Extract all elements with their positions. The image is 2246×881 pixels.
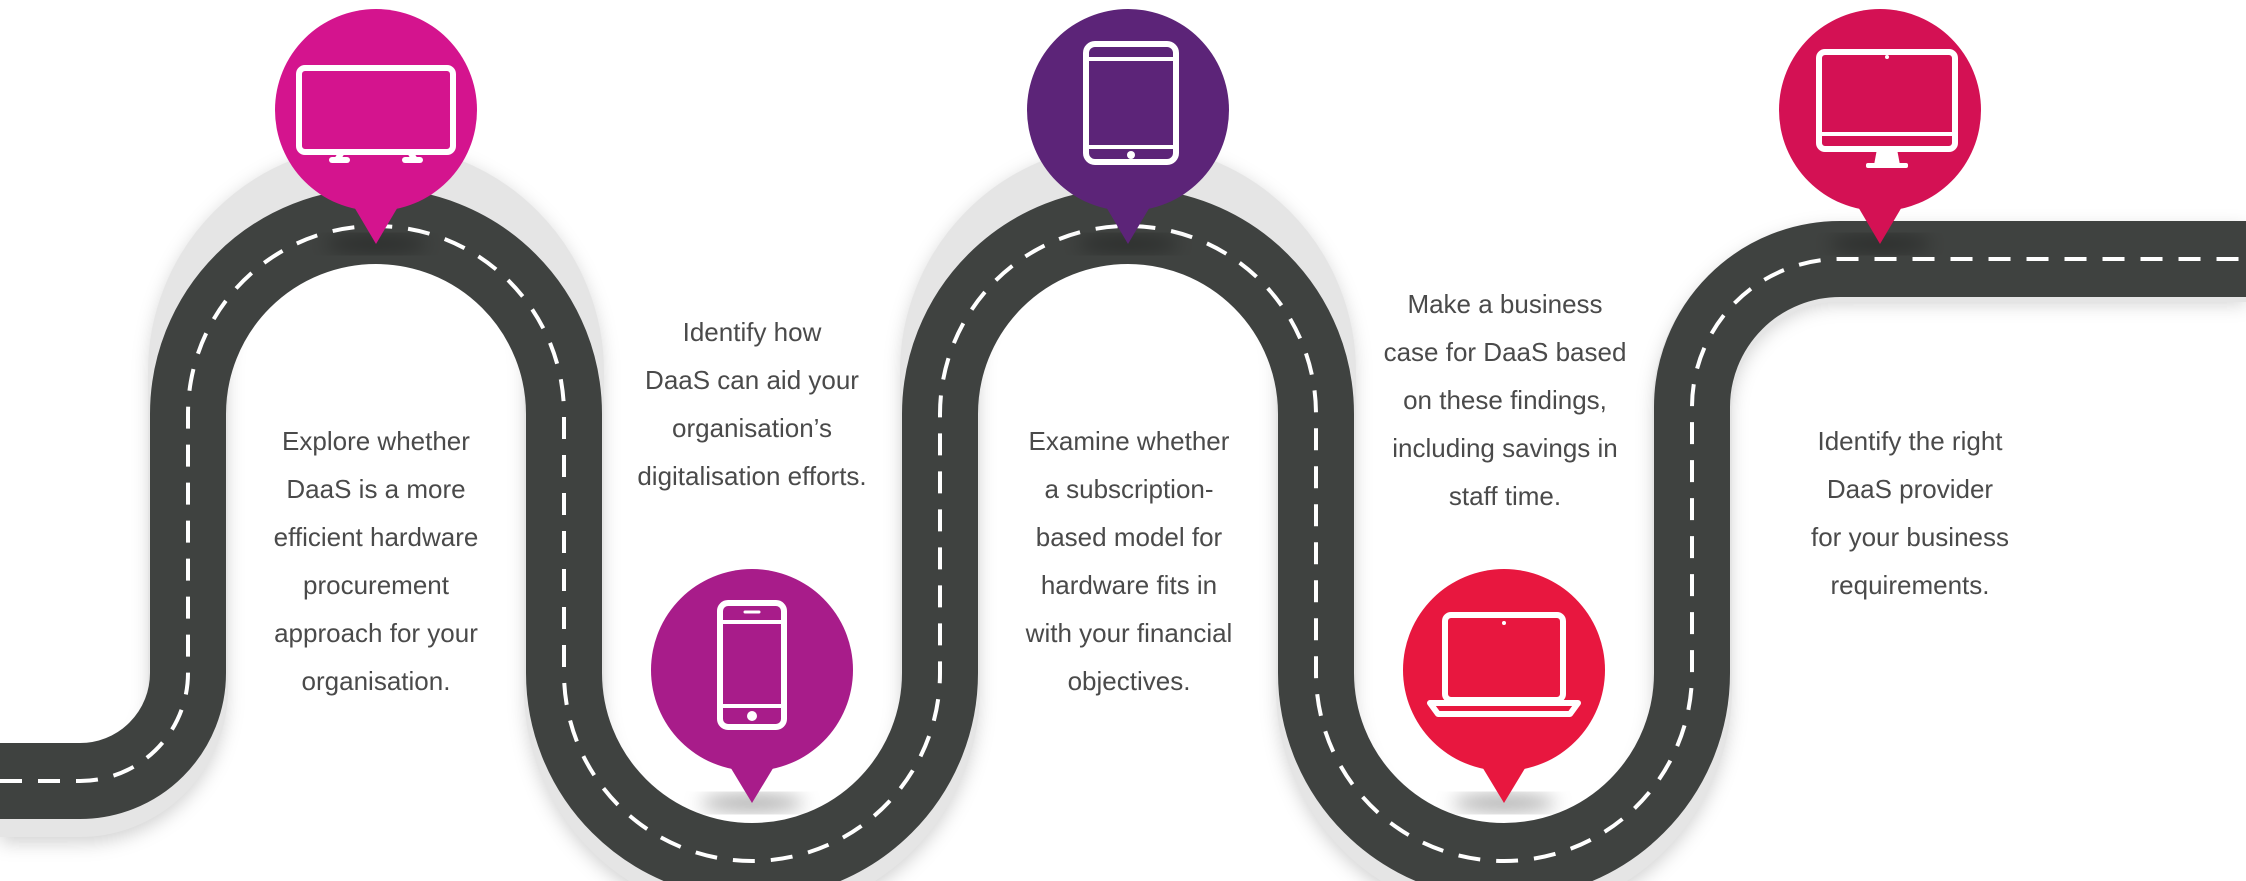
step-3-description: Examine whether a subscription- based mo… [979, 417, 1279, 705]
description-line: DaaS provider [1826, 474, 1994, 504]
laptop-icon [1427, 612, 1581, 717]
step-4-description: Make a business case for DaaS based on t… [1355, 280, 1655, 520]
description-line: including savings in [1392, 433, 1618, 463]
description-line: organisation. [301, 666, 451, 696]
map-pin-step-5 [1779, 9, 1981, 244]
desktop-monitor-icon [1816, 49, 1958, 168]
description-line: based model for [1035, 522, 1223, 552]
map-pin-step-4 [1403, 569, 1605, 803]
description-line: for your business [1811, 522, 2009, 552]
map-pin-step-3 [1027, 9, 1229, 244]
road-center-dashes [0, 224, 2246, 863]
description-line: objectives. [1067, 666, 1191, 696]
description-line: organisation’s [672, 413, 832, 443]
step-1-description: Explore whether DaaS is a more efficient… [226, 417, 526, 705]
description-line: digitalisation efforts. [637, 461, 867, 491]
step-5-description: Identify the right DaaS provider for you… [1760, 417, 2060, 609]
tv-icon [296, 65, 456, 163]
description-line: staff time. [1448, 481, 1562, 511]
tablet-icon [1083, 41, 1179, 165]
description-line: Examine whether [1028, 426, 1230, 456]
description-line: case for DaaS based [1383, 337, 1627, 367]
description-line: Explore whether [282, 426, 470, 456]
description-line: approach for your [274, 618, 478, 648]
description-line: procurement [303, 570, 449, 600]
description-line: requirements. [1830, 570, 1990, 600]
description-line: efficient hardware [273, 522, 479, 552]
description-line: DaaS is a more [286, 474, 466, 504]
description-line: DaaS can aid your [645, 365, 859, 395]
map-pin-step-1 [275, 9, 477, 244]
description-line: with your financial [1025, 618, 1233, 648]
description-line: a subscription- [1044, 474, 1214, 504]
smartphone-icon [717, 600, 787, 730]
description-line: Make a business [1407, 289, 1603, 319]
description-line: hardware fits in [1040, 570, 1218, 600]
step-2-description: Identify how DaaS can aid your organisat… [602, 308, 902, 500]
description-line: Identify the right [1817, 426, 2003, 456]
description-line: Identify how [682, 317, 822, 347]
map-pin-step-2 [651, 569, 853, 803]
description-line: on these findings, [1403, 385, 1607, 415]
